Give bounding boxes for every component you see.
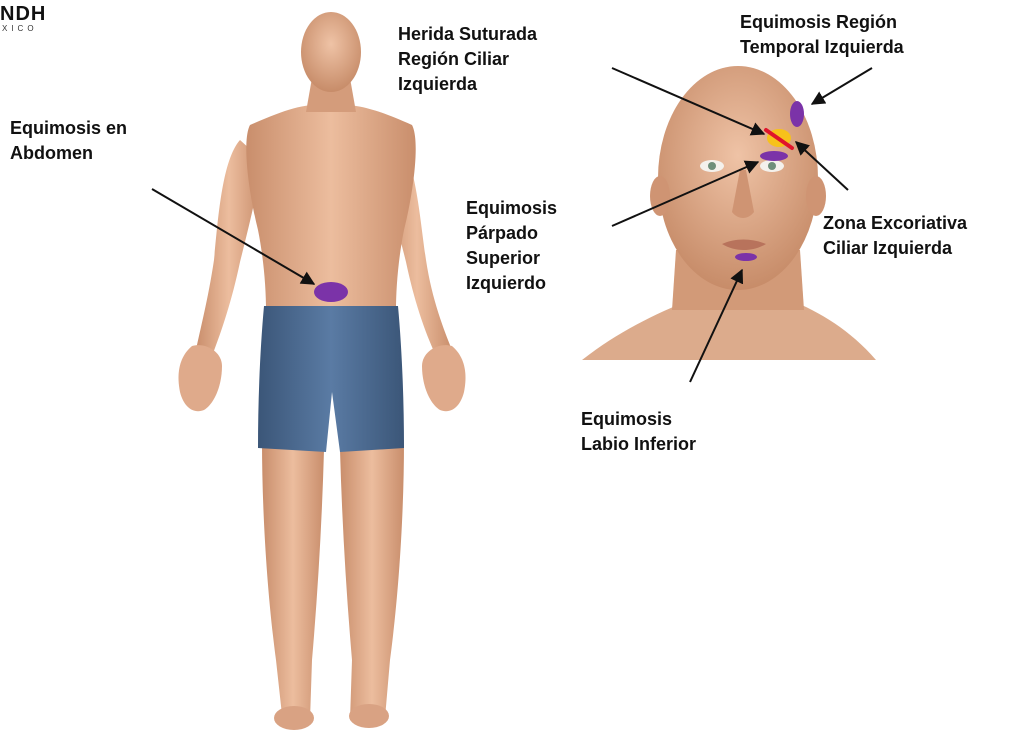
label-herida: Herida Suturada Región Ciliar Izquierda <box>398 22 537 97</box>
right-foot <box>349 704 389 728</box>
head <box>301 12 361 92</box>
eyelid-bruise <box>760 151 788 161</box>
abdomen-bruise <box>314 282 348 302</box>
left-hand <box>179 345 223 411</box>
temporal-bruise <box>790 101 804 127</box>
lip-bruise <box>735 253 757 261</box>
body-figure <box>179 12 466 730</box>
label-abdomen: Equimosis en Abdomen <box>10 116 127 166</box>
shorts <box>258 306 404 452</box>
label-temporal: Equimosis Región Temporal Izquierda <box>740 10 904 60</box>
torso <box>246 104 415 310</box>
right-ear <box>806 176 826 216</box>
right-iris <box>708 162 716 170</box>
arrow-temporal <box>812 68 872 104</box>
label-parpado: Equimosis Párpado Superior Izquierdo <box>466 196 557 296</box>
right-leg <box>340 440 404 720</box>
left-ear <box>650 176 670 216</box>
right-hand <box>422 345 466 411</box>
label-excoriativa: Zona Excoriativa Ciliar Izquierda <box>823 211 967 261</box>
label-labio: Equimosis Labio Inferior <box>581 407 696 457</box>
left-foot <box>274 706 314 730</box>
left-iris <box>768 162 776 170</box>
left-leg <box>262 440 324 720</box>
